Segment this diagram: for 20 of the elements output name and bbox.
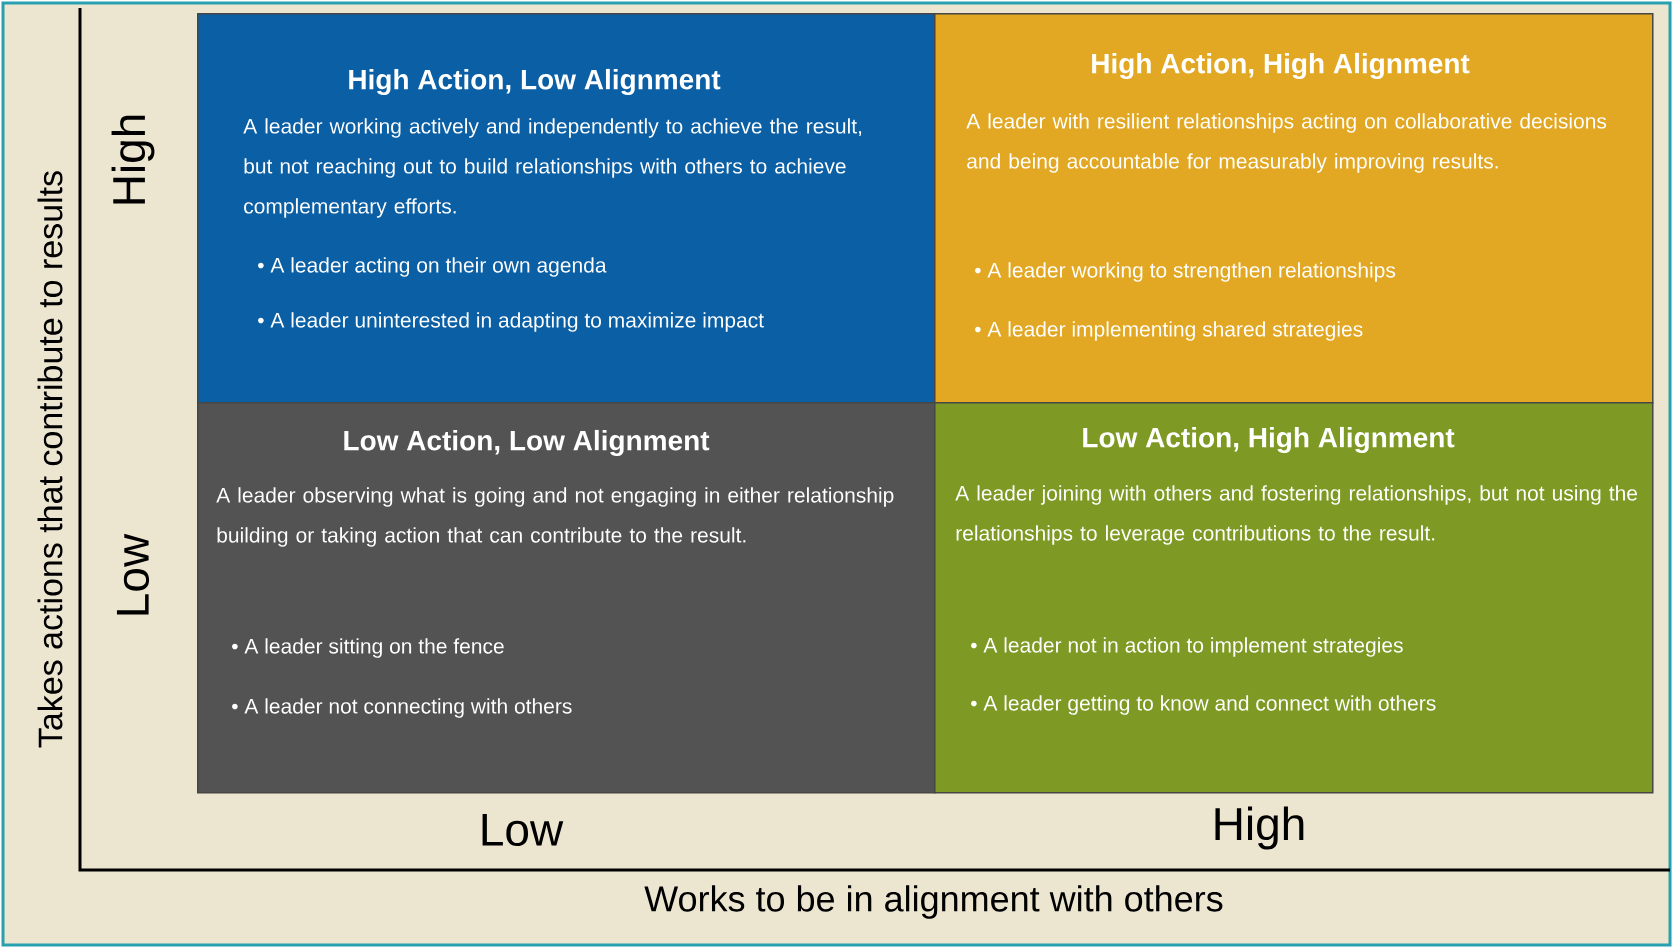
quadrant-description: A leader joining with others and fostering relationships, but not using the relationships to leverage contributions to the result.	[955, 485, 1638, 545]
axis-title: Works to be in alignment with others	[644, 885, 1223, 919]
bullet-item: • A leader working to strengthen relationships	[975, 262, 1396, 282]
bullet-item: • A leader getting to know and connect with others	[971, 695, 1436, 715]
quadrant-description: A leader with resilient relationships acting on collaborative decisions and being accountable for measurably improving results.	[966, 113, 1607, 173]
axis-label: Low	[116, 533, 150, 615]
axis-label: High	[111, 115, 155, 204]
quadrant-description: A leader observing what is going and not engaging in either relationship building or taking action that can contribute to the result.	[216, 487, 894, 547]
bullet-item: • A leader acting on their own agenda	[258, 257, 607, 277]
bullet-item: • A leader sitting on the fence	[232, 638, 504, 658]
bullet-item: • A leader implementing shared strategies	[975, 321, 1363, 341]
quadrant-heading: Low Action, Low Alignment	[344, 429, 710, 457]
bullet-item: • A leader not in action to implement strategies	[971, 637, 1403, 657]
quadrant-description: A leader working actively and independently to achieve the result, but not reaching out to build relationships with others to achieve complementary efforts.	[243, 118, 862, 218]
bullet-item: • A leader uninterested in adapting to maximize impact	[258, 312, 764, 332]
quadrant-heading: Low Action, High Alignment	[1083, 426, 1455, 454]
bullet-item: • A leader not connecting with others	[232, 698, 572, 718]
quadrant-heading: High Action, High Alignment	[1092, 52, 1470, 80]
quadrant-heading: High Action, Low Alignment	[349, 68, 721, 96]
axis-title: Takes actions that contribute to results	[37, 171, 63, 748]
